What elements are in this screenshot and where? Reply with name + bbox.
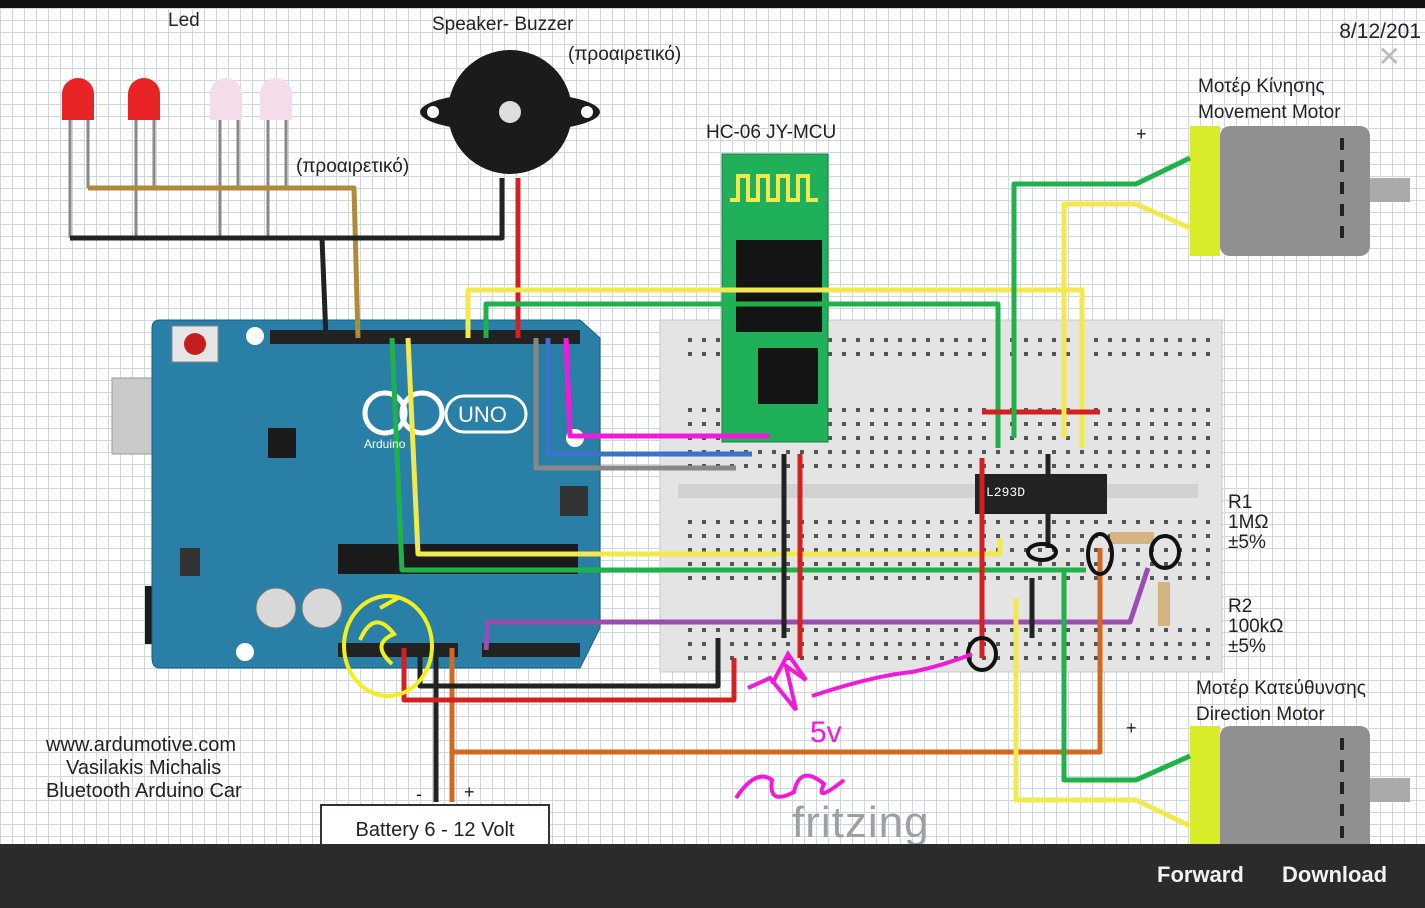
led-group [62, 78, 292, 238]
credit-author: Vasilakis Michalis [66, 757, 222, 779]
r1-name: R1 [1228, 492, 1253, 513]
battery-minus-sign: - [416, 784, 422, 804]
motor2-english-label: Direction Motor [1196, 704, 1325, 725]
credit-project: Bluetooth Arduino Car [46, 780, 242, 802]
hc06-module [721, 153, 829, 443]
buzzer-optional-note: (προαιρετικό) [568, 44, 682, 65]
uno-label: UNO [458, 402, 507, 427]
bt-module-title: HC-06 JY-MCU [706, 122, 837, 143]
circuit-diagram: + + - + L293D UNO Arduino 5v Led Speaker… [0, 8, 1425, 844]
credit-site: www.ardumotive.com [46, 734, 237, 756]
buzzer-title: Speaker- Buzzer [432, 14, 574, 35]
motor2-plus-sign: + [1126, 718, 1137, 738]
forward-button[interactable]: Forward [1157, 862, 1244, 887]
motor1-english-label: Movement Motor [1198, 102, 1341, 123]
diagram-date: 8/12/201 [1339, 20, 1421, 43]
battery-box: Battery 6 - 12 Volt [320, 804, 550, 844]
arduino-uno [111, 319, 601, 669]
movement-motor [1190, 126, 1410, 256]
viewer-top-strip [0, 0, 1425, 8]
download-button[interactable]: Download [1282, 862, 1388, 887]
buzzer [420, 50, 600, 174]
fritzing-logo: fritzing [792, 798, 930, 844]
r2-name: R2 [1228, 596, 1253, 617]
arduino-label: Arduino [364, 437, 406, 451]
annotation-5v: 5v [810, 716, 842, 749]
r2-tolerance: ±5% [1228, 636, 1266, 657]
r1-value: 1MΩ [1228, 512, 1269, 533]
direction-motor [1190, 726, 1410, 844]
led-title: Led [168, 10, 200, 31]
resistor-r2 [1158, 582, 1170, 626]
motor1-greek-label: Μοτέρ Κίνησης [1198, 76, 1325, 97]
wires [70, 155, 1192, 829]
viewer-action-bar: Forward Download [0, 844, 1425, 908]
close-icon[interactable]: ✕ [1377, 41, 1401, 72]
r1-tolerance: ±5% [1228, 532, 1266, 553]
resistor-r1 [1110, 532, 1154, 544]
hand-annotations [342, 532, 1181, 800]
led-optional-note: (προαιρετικό) [296, 156, 410, 177]
motor1-plus-sign: + [1136, 124, 1147, 144]
l293d-chip [975, 474, 1107, 514]
battery-label: Battery 6 - 12 Volt [355, 819, 515, 841]
circuit-drawing: + + - + L293D UNO Arduino 5v [62, 50, 1410, 844]
r2-value: 100kΩ [1228, 616, 1284, 637]
motor2-greek-label: Μοτέρ Κατεύθυνσης [1196, 678, 1366, 699]
battery-plus-sign: + [464, 782, 475, 802]
ic-label: L293D [986, 485, 1025, 500]
